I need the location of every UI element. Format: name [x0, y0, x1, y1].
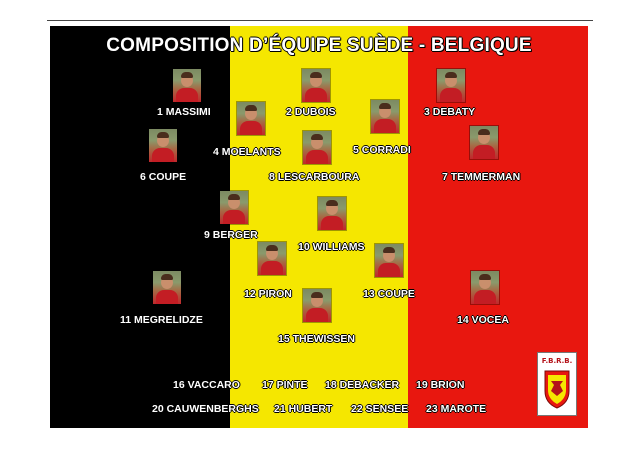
- flag-band-black: [50, 26, 230, 428]
- player-photo-coupe-13: [375, 244, 403, 277]
- player-photo-dubois: [302, 69, 330, 102]
- player-photo-moelants: [237, 102, 265, 135]
- substitute-name: 19 BRION: [416, 379, 465, 391]
- player-photo-corradi: [371, 100, 399, 133]
- player-name-lescarboura: 8 LESCARBOURA: [269, 171, 360, 183]
- player-photo-temmerman: [470, 126, 498, 159]
- player-name-thewissen: 15 THEWISSEN: [278, 333, 356, 345]
- substitute-name: 22 SENSEE: [351, 403, 409, 415]
- player-photo-thewissen: [303, 289, 331, 322]
- player-photo-berger: [220, 191, 248, 224]
- player-photo-piron: [258, 242, 286, 275]
- substitute-name: 23 MAROTE: [426, 403, 487, 415]
- player-name-berger: 9 BERGER: [204, 229, 258, 241]
- substitute-name: 21 HUBERT: [274, 403, 333, 415]
- player-photo-coupe-6: [149, 129, 177, 162]
- poster-title: COMPOSITION D’ÉQUIPE SUÈDE - BELGIQUE: [106, 35, 532, 56]
- player-photo-debaty: [437, 69, 465, 102]
- substitute-name: 20 CAUWENBERGHS: [152, 403, 259, 415]
- player-name-coupe-6: 6 COUPE: [140, 171, 187, 183]
- player-name-debaty: 3 DEBATY: [424, 106, 476, 118]
- player-photo-lescarboura: [303, 131, 331, 164]
- substitute-name: 17 PINTE: [262, 379, 308, 391]
- player-name-piron: 12 PIRON: [244, 288, 292, 300]
- player-photo-massimi: [173, 69, 201, 102]
- player-photo-vocea: [471, 271, 499, 304]
- fbrb-logo-text: F.B.R.B.: [541, 357, 573, 365]
- team-sheet-poster: COMPOSITION D’ÉQUIPE SUÈDE - BELGIQUE 1 …: [50, 26, 588, 428]
- fbrb-shield-icon: [544, 370, 570, 409]
- player-photo-williams: [318, 197, 346, 230]
- player-name-moelants: 4 MOELANTS: [213, 146, 281, 158]
- player-name-temmerman: 7 TEMMERMAN: [442, 171, 521, 183]
- player-name-vocea: 14 VOCEA: [457, 314, 509, 326]
- player-photo-megrelidze: [153, 271, 181, 304]
- substitute-name: 16 VACCARO: [173, 379, 240, 391]
- fbrb-logo: F.B.R.B.: [537, 352, 577, 416]
- player-name-dubois: 2 DUBOIS: [286, 106, 336, 118]
- player-name-williams: 10 WILLIAMS: [298, 241, 365, 253]
- player-name-massimi: 1 MASSIMI: [157, 106, 211, 118]
- top-rule: [47, 20, 593, 21]
- substitute-name: 18 DEBACKER: [325, 379, 400, 391]
- player-name-corradi: 5 CORRADI: [353, 144, 411, 156]
- player-name-coupe-13: 13 COUPE: [363, 288, 415, 300]
- player-name-megrelidze: 11 MEGRELIDZE: [120, 314, 203, 326]
